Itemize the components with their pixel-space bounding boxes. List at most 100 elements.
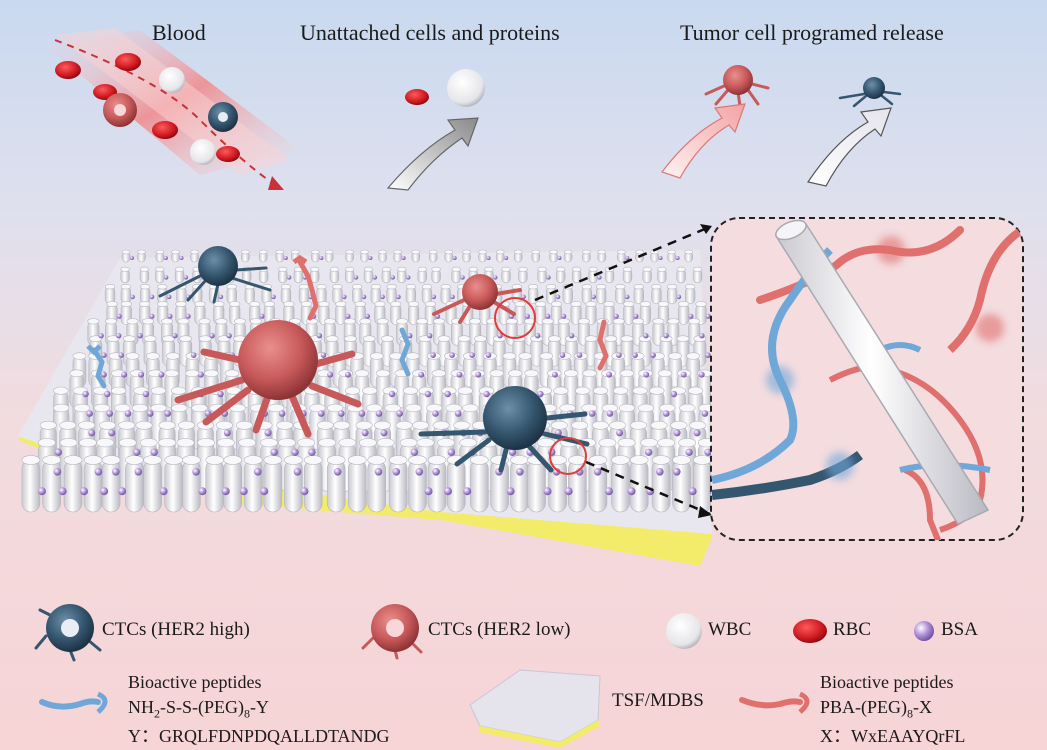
fiber-tube-top [657, 301, 670, 307]
fiber-tube [164, 459, 183, 513]
fiber-tube-top [215, 420, 233, 430]
fiber-tube-top [258, 249, 268, 255]
bsa-dot [375, 410, 383, 417]
fiber-tube-top [549, 249, 558, 255]
fiber-tube-top [676, 335, 690, 343]
bsa-dot [705, 352, 711, 359]
bsa-dot [564, 487, 573, 496]
fiber-tube-top [69, 369, 84, 378]
peptide-red-formula: PBA-(PEG)8-X [820, 697, 933, 721]
fiber-tube-top [390, 301, 402, 307]
captured-cells [86, 224, 713, 518]
fiber-tube-top [620, 335, 634, 343]
fiber-tube-top [575, 386, 591, 395]
fiber-tube-top [277, 438, 296, 448]
bsa-dot [164, 275, 169, 280]
bsa-dot [418, 371, 425, 378]
fiber-tube-top [395, 420, 413, 430]
wbc-icon [666, 613, 702, 649]
fiber-tube-top [298, 284, 310, 290]
fiber-tube-top [39, 420, 57, 430]
fiber-tube-top [457, 335, 471, 343]
fiber-tube-top [632, 386, 648, 395]
fiber-tube-top [571, 420, 589, 430]
fiber-tube-top [303, 455, 323, 465]
fiber-tube [568, 459, 587, 513]
fiber-tube-top [235, 420, 253, 430]
peptide-red-sequence: X：WxEAAYQrFL [820, 726, 966, 746]
fiber-tube-top [120, 301, 132, 307]
fiber-tube-top [615, 284, 626, 290]
bsa-dot [368, 256, 373, 260]
fiber-tube-top [617, 438, 636, 448]
fiber-tube-top [280, 284, 292, 290]
fiber-tube [651, 459, 671, 513]
bsa-dot [104, 390, 111, 398]
fiber-tube-top [101, 455, 121, 465]
fiber-tube-top [451, 266, 461, 272]
fiber-tube-top [412, 420, 430, 430]
bsa-dot [223, 429, 231, 437]
fiber-tube-top [190, 249, 199, 255]
fiber-tube-top [635, 249, 644, 255]
fiber-tube-top [355, 420, 373, 430]
bsa-dot [688, 487, 697, 496]
fiber-tube [263, 459, 283, 513]
bsa-dot [561, 313, 567, 319]
fiber-tube-top [142, 318, 155, 325]
fiber-tube-top [693, 455, 712, 465]
bsa-dot [427, 333, 433, 339]
fiber-tube-top [396, 318, 409, 325]
bsa-dot [327, 371, 334, 378]
fiber-tube-top [541, 318, 554, 325]
bsa-dot [380, 429, 388, 437]
fiber-tube-top [338, 438, 357, 448]
bsa-dot [460, 275, 465, 280]
bsa-dot [121, 371, 128, 378]
fiber-tube-top [137, 249, 146, 255]
bsa-dot [185, 313, 191, 319]
bsa-dot [37, 487, 46, 496]
bsa-dot [142, 390, 150, 398]
fiber-tube-top [215, 318, 228, 325]
fiber-tube-top [459, 438, 478, 448]
fiber-tube-top [354, 369, 370, 378]
bsa-dot [431, 294, 437, 300]
bsa-dot [197, 371, 204, 378]
fiber-tube-top [366, 403, 383, 413]
fiber-tube-top [241, 249, 250, 255]
fiber-tube-top [78, 420, 96, 430]
fiber-tube-top [185, 369, 200, 378]
fiber-tube-top [484, 266, 494, 272]
fiber-tube-top [164, 455, 183, 465]
bsa-dot [521, 294, 526, 300]
fiber-tube-top [92, 386, 108, 395]
fiber-tube-top [324, 249, 334, 255]
fiber-tube-top [106, 301, 118, 307]
fiber-tube-top [411, 249, 421, 255]
bsa-dot [552, 468, 561, 476]
fiber-tube-top [678, 301, 690, 307]
bsa-dot [656, 468, 664, 476]
fiber-tube-top [233, 318, 246, 325]
fiber-tube-top [685, 284, 696, 290]
fiber-tube-top [381, 266, 392, 272]
bsa-dot [486, 256, 491, 260]
fiber-tube-top [150, 386, 166, 395]
bsa-dot [118, 352, 124, 359]
fiber-tube-top [428, 249, 438, 255]
bsa-dot [546, 275, 551, 280]
bsa-dot [146, 410, 154, 417]
bsa-dot [167, 313, 173, 319]
fiber-tube-top [534, 301, 547, 307]
fiber-tube-top [311, 249, 320, 255]
fiber-tube-top [672, 455, 691, 465]
fiber-tube-top [263, 301, 276, 307]
fiber-tube-top [344, 386, 361, 395]
peptide-blue-sequence: Y：GRQLFDNPDQALLDTANDG [128, 726, 390, 746]
fiber-tube [367, 459, 387, 513]
bsa-dot [94, 468, 103, 476]
fiber-tube-top [437, 438, 455, 448]
fiber-tube-top [588, 266, 598, 272]
fiber-tube-top [369, 352, 384, 360]
